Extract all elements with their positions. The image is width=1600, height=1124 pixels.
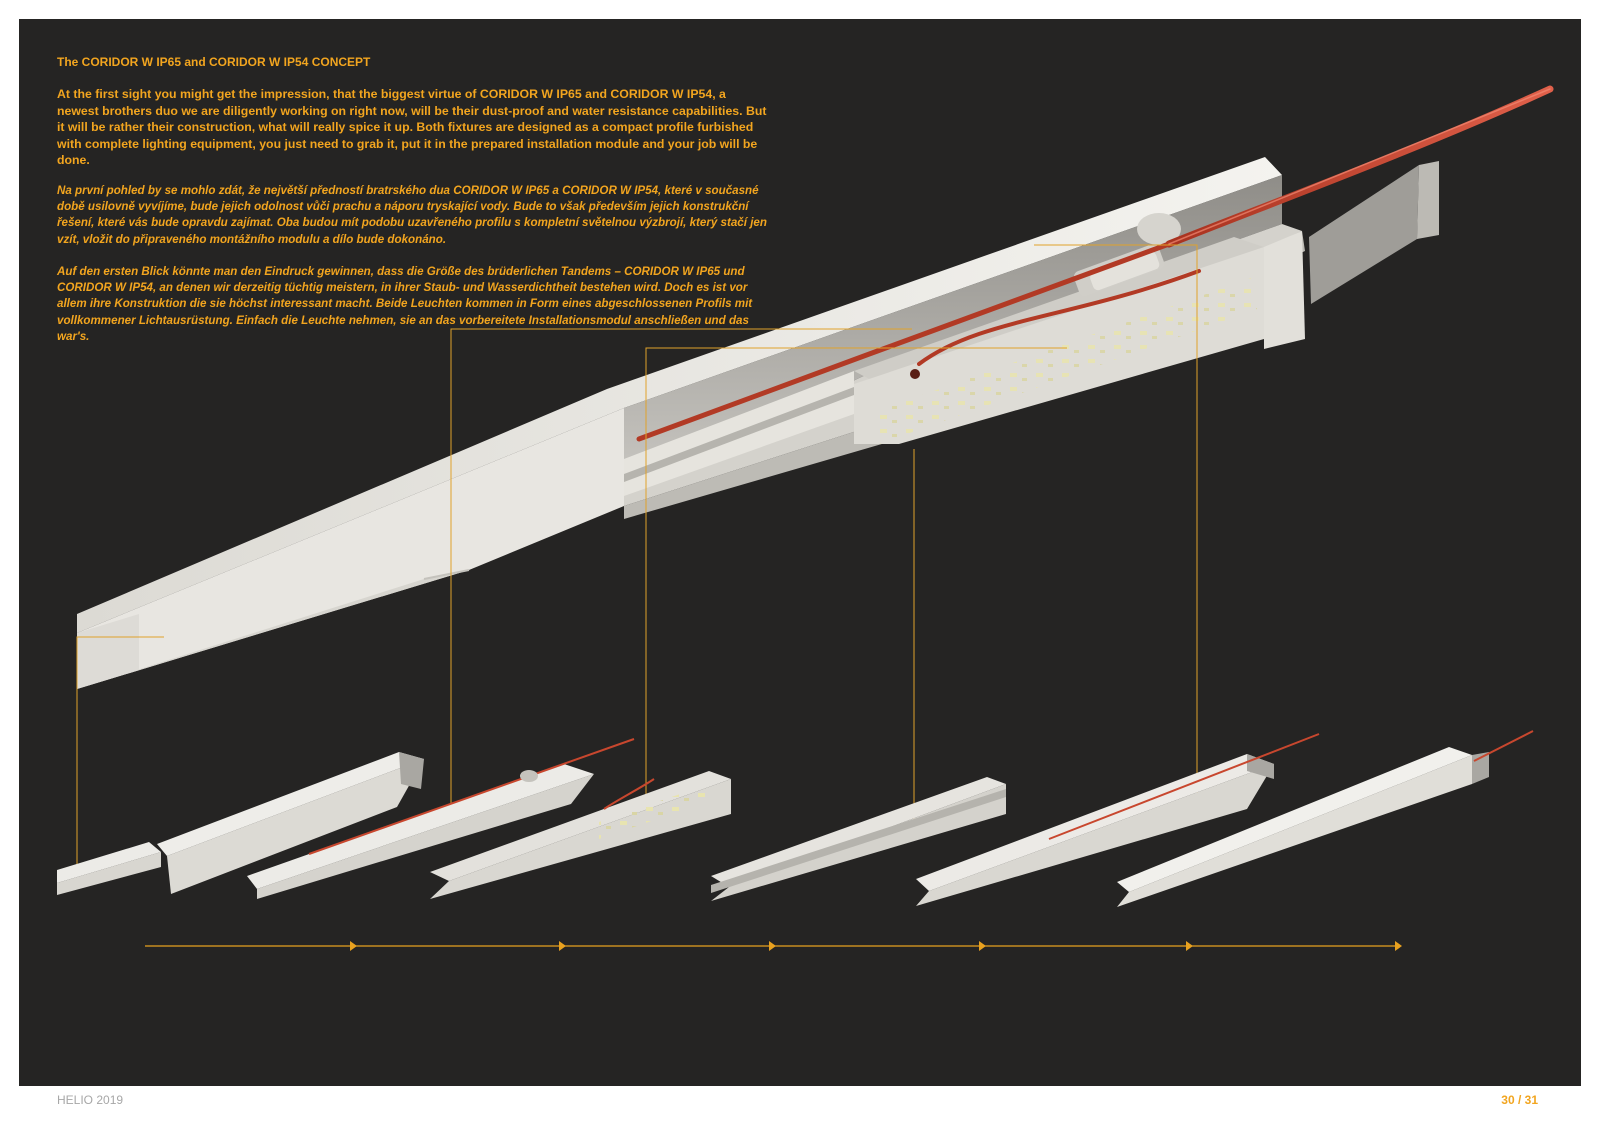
paragraph-english: At the first sight you might get the imp… bbox=[57, 87, 767, 167]
article-heading: The CORIDOR W IP65 and CORIDOR W IP54 CO… bbox=[57, 55, 371, 69]
arrow-head-3 bbox=[769, 941, 776, 951]
stage-6-fixture bbox=[1117, 730, 1534, 907]
page-number: 30 / 31 bbox=[1501, 1093, 1538, 1107]
stage-5-fixture bbox=[916, 733, 1320, 906]
paragraph-czech: Na první pohled by se mohlo zdát, že nej… bbox=[57, 184, 767, 246]
stage-1-fixture bbox=[57, 752, 424, 895]
arrow-head-5 bbox=[1186, 941, 1193, 951]
led-insert-end bbox=[1264, 231, 1305, 349]
arrow-head-1 bbox=[350, 941, 357, 951]
sensor-dot bbox=[910, 369, 920, 379]
footer-brand: HELIO 2019 bbox=[57, 1093, 124, 1107]
callout-line-2 bbox=[450, 328, 912, 809]
power-cable bbox=[636, 85, 1554, 442]
stage-4-fixture bbox=[711, 777, 1006, 901]
product-illustration bbox=[57, 85, 1554, 951]
arrow-head-4 bbox=[979, 941, 986, 951]
main-fixture-front-lower bbox=[77, 570, 469, 689]
main-fixture-end-face bbox=[77, 614, 139, 689]
main-fixture-top bbox=[77, 157, 1282, 633]
arrow-head-2 bbox=[559, 941, 566, 951]
main-fixture-joint bbox=[423, 569, 470, 580]
callout-line-5 bbox=[1034, 244, 1198, 804]
inner-rail-groove bbox=[624, 387, 854, 482]
paragraph-german: Auf den ersten Blick könnte man den Eind… bbox=[57, 265, 753, 343]
process-arrow bbox=[145, 941, 1402, 951]
stage-2-fixture bbox=[247, 738, 635, 899]
callout-line-1 bbox=[76, 636, 164, 872]
dark-panel: The CORIDOR W IP65 and CORIDOR W IP54 CO… bbox=[19, 19, 1581, 1086]
main-fixture-front bbox=[77, 408, 624, 689]
led-board bbox=[869, 277, 1257, 444]
mounting-plate-face bbox=[1417, 161, 1439, 239]
connector-block bbox=[1073, 213, 1181, 296]
main-fixture-bottom-edge bbox=[624, 231, 1305, 519]
arrow-head-6 bbox=[1395, 941, 1402, 951]
callout-line-3 bbox=[645, 347, 1067, 794]
callout-lines bbox=[76, 244, 1198, 872]
stage-3-fixture bbox=[430, 771, 731, 899]
mounting-plate bbox=[1309, 165, 1419, 304]
